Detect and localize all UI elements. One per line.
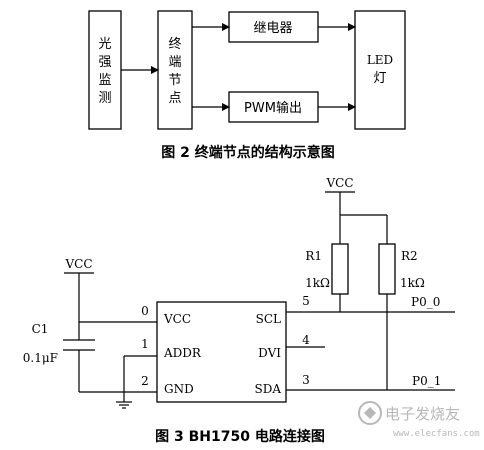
pwm-label: PWM输出 xyxy=(244,100,302,116)
node-char-1: 终 xyxy=(168,36,181,52)
lamp-label: 灯 xyxy=(373,71,386,86)
watermark: 电子发烧友 www.elecfans.com xyxy=(358,401,480,439)
structure-diagram: 光 强 监 测 终 端 节 点 继电器 PWM输出 LED 灯 图 2 终端节点… xyxy=(88,10,406,161)
vcc-left-label: VCC xyxy=(64,257,92,271)
figure3-caption: 图 3 BH1750 电路连接图 xyxy=(155,428,325,445)
pin-number-1: 1 xyxy=(141,337,149,351)
node-char-3: 节 xyxy=(168,73,181,88)
sensor-char-2: 强 xyxy=(98,55,111,70)
led-lamp-block xyxy=(354,10,406,130)
chip-pin-scl: SCL xyxy=(256,312,281,326)
net-p0-0: P0_0 xyxy=(411,295,440,309)
r2-label: R2 xyxy=(401,249,418,263)
chip-pin-vcc: VCC xyxy=(163,312,191,326)
net-p0-1: P0_1 xyxy=(412,374,441,388)
watermark-url: www.elecfans.com xyxy=(393,429,480,439)
figure2-caption: 图 2 终端节点的结构示意图 xyxy=(161,144,335,161)
chip-pin-gnd: GND xyxy=(164,382,194,396)
pin-number-3: 3 xyxy=(302,373,310,387)
pin-number-2: 2 xyxy=(141,374,149,388)
resistor-r2 xyxy=(378,243,396,295)
chip-pin-sda: SDA xyxy=(254,382,281,396)
node-char-4: 点 xyxy=(168,91,181,106)
r2-value: 1kΩ xyxy=(400,276,425,290)
light-sensor-block xyxy=(88,10,122,130)
watermark-logo-text: 电子发烧友 xyxy=(385,405,460,423)
pin-number-4: 4 xyxy=(302,333,310,347)
chip-pin-addr: ADDR xyxy=(163,346,202,360)
vcc-top-label: VCC xyxy=(325,176,353,190)
sensor-char-3: 监 xyxy=(98,73,111,88)
c1-value: 0.1μF xyxy=(23,351,58,365)
sensor-char-1: 光 xyxy=(98,37,111,52)
watermark-logo-mark xyxy=(364,407,376,419)
r1-label: R1 xyxy=(305,249,322,263)
pin-number-0: 0 xyxy=(141,304,149,318)
led-label: LED xyxy=(367,53,393,67)
node-char-2: 端 xyxy=(168,55,181,70)
r1-value: 1kΩ xyxy=(305,276,330,290)
terminal-node-block xyxy=(157,10,193,130)
relay-label: 继电器 xyxy=(253,21,292,36)
watermark-logo-icon xyxy=(358,401,382,425)
c1-label: C1 xyxy=(32,322,49,336)
bh1750-chip xyxy=(156,301,287,403)
sensor-char-4: 测 xyxy=(98,91,111,106)
resistor-r1 xyxy=(331,243,349,295)
circuit-diagram: VCC R1 1kΩ R2 1kΩ VCC ADDR GND SCL DVI S… xyxy=(23,176,455,445)
chip-pin-dvi: DVI xyxy=(258,346,281,360)
pin-number-5: 5 xyxy=(302,294,310,308)
